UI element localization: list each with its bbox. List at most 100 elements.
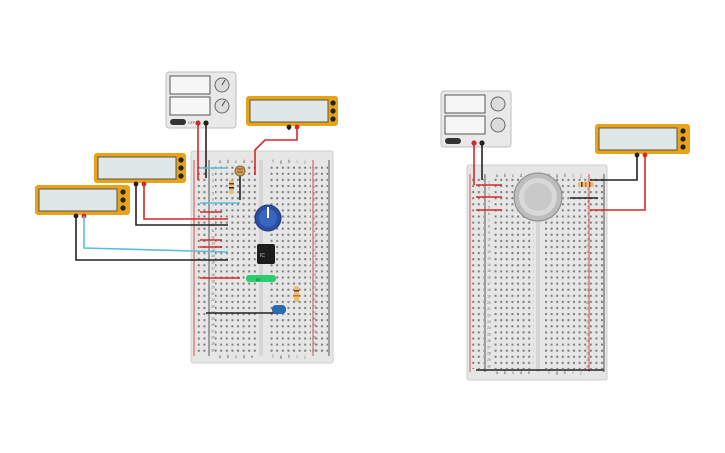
breadboard-label: j [304,159,306,164]
breadboard-label: 7 [488,218,490,222]
breadboard-label: 26 [211,323,215,327]
multimeter-icon[interactable] [35,185,130,219]
breadboard-label: 18 [586,288,590,292]
breadboard-label: 2 [488,187,490,191]
breadboard-label: b [504,370,507,375]
breadboard-label: 29 [586,358,590,362]
breadboard-label: 15 [211,254,215,258]
breadboard-label: 3 [212,179,214,183]
breadboard-label: 6 [313,198,315,202]
left-breadboard[interactable]: 1234567891011121314151617181920212223242… [190,150,334,364]
breadboard-label: 22 [586,314,590,318]
breadboard-label: f [272,354,274,359]
breadboard-label: 16 [487,275,491,279]
power-supply-icon[interactable] [440,90,512,148]
breadboard-label: i [297,354,298,359]
breadboard-label: 2 [212,173,214,177]
breadboard-label: 23 [312,304,316,308]
breadboard-label: 17 [487,282,491,286]
breadboard-label: 24 [487,326,491,330]
row-labels: 1234567891011121314151617181920212223242… [312,166,316,352]
breadboard-label: 20 [487,301,491,305]
breadboard-label: 19 [211,279,215,283]
breadboard-label: 20 [211,286,215,290]
breadboard-label: 4 [488,199,490,203]
breadboard-label: j [580,370,582,375]
breadboard-label: 7 [587,218,589,222]
breadboard-label: a [496,370,499,375]
breadboard-label: 8 [313,210,315,214]
breadboard-label: 5 [587,206,589,210]
breadboard-label: 6 [587,212,589,216]
breadboard-label: 17 [312,267,316,271]
breadboard-label: 12 [586,250,590,254]
multimeter-icon[interactable] [94,153,186,187]
wires-left[interactable] [75,123,298,314]
breadboard-label: i [297,159,298,164]
breadboard-label: 5 [212,191,214,195]
breadboard-label: 24 [312,311,316,315]
breadboard-label: 21 [487,307,491,311]
breadboard-label: e [528,370,531,375]
breadboard-label: a [219,354,222,359]
breadboard-label: 3 [488,193,490,197]
led-bar-label: BT [256,277,262,282]
breadboard-label: i [573,370,574,375]
breadboard-label: 29 [211,342,215,346]
breadboard-label: 20 [586,301,590,305]
capacitor-icon [272,305,286,314]
breadboard-label: 19 [312,279,316,283]
breadboard-label: 11 [211,229,215,233]
breadboard-label: 25 [586,333,590,337]
resistor-icon [229,180,234,194]
breadboard-label: 18 [487,288,491,292]
resistor-icon [294,286,299,302]
breadboard-label: 19 [487,295,491,299]
breadboard-label: 4 [587,199,589,203]
multimeter-icon[interactable] [595,124,690,158]
breadboard-label: 22 [312,298,316,302]
breadboard-label: 18 [211,273,215,277]
breadboard-label: 12 [211,235,215,239]
breadboard-label: b [227,354,230,359]
row-labels: 1234567891011121314151617181920212223242… [586,180,590,368]
breadboard-label: f [548,370,550,375]
breadboard-label: g [280,159,283,164]
breadboard-label: 8 [488,225,490,229]
breadboard-label: 14 [211,248,215,252]
row-labels: 1234567891011121314151617181920212223242… [487,180,491,368]
breadboard-label: 30 [487,364,491,368]
potentiometer-icon[interactable] [254,204,282,232]
breadboard-label: 5 [313,191,315,195]
breadboard-label: h [564,173,567,178]
breadboard-label: 10 [312,223,316,227]
breadboard-label: 14 [487,263,491,267]
breadboard-label: 21 [211,292,215,296]
breadboard-label: 6 [488,212,490,216]
breadboard-label: 17 [211,267,215,271]
switch-label: OFF [188,121,195,125]
breadboard-label: 29 [487,358,491,362]
breadboard-label: 11 [487,244,491,248]
multimeter-icon[interactable] [246,96,338,130]
breadboard-label: 28 [487,352,491,356]
breadboard-label: 13 [586,256,590,260]
wires-right[interactable] [473,143,646,371]
breadboard-label: 9 [313,217,315,221]
breadboard-label: 16 [312,260,316,264]
breadboard-label: 26 [312,323,316,327]
breadboard-label: 7 [313,204,315,208]
breadboard-label: 22 [211,298,215,302]
breadboard-label: 27 [211,329,215,333]
power-supply-icon[interactable]: OFF [165,71,237,129]
breadboard-label: 17 [586,282,590,286]
breadboard-label: g [556,173,559,178]
breadboard-label: 10 [487,237,491,241]
breadboard-label: 30 [586,364,590,368]
breadboard-label: 12 [487,250,491,254]
breadboard-label: 16 [211,260,215,264]
breadboard-label: 27 [487,345,491,349]
